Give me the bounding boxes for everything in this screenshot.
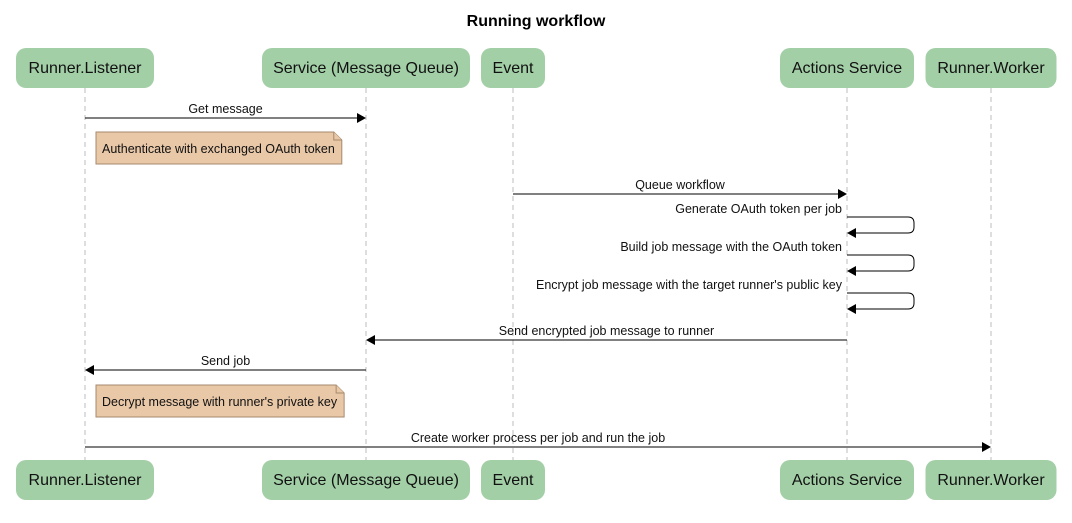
arrow-head bbox=[838, 189, 847, 199]
arrow-head bbox=[847, 304, 856, 314]
note-fold bbox=[335, 385, 345, 394]
arrow-head bbox=[366, 335, 375, 345]
note-label: Decrypt message with runner's private ke… bbox=[102, 395, 338, 409]
arrow-head bbox=[982, 442, 991, 452]
participant-label: Runner.Listener bbox=[29, 472, 143, 489]
note: Decrypt message with runner's private ke… bbox=[95, 384, 345, 418]
message-label: Send encrypted job message to runner bbox=[499, 324, 714, 338]
message-arrow: Queue workflow bbox=[513, 178, 847, 199]
arrow-head bbox=[847, 228, 856, 238]
note-fold bbox=[333, 132, 342, 141]
self-message-line bbox=[847, 254, 915, 272]
self-message-arrow: Generate OAuth token per job bbox=[675, 202, 915, 238]
arrow-head bbox=[357, 113, 366, 123]
participant-top-queue: Service (Message Queue) bbox=[262, 48, 470, 88]
message-arrow: Get message bbox=[85, 102, 366, 123]
participant-label: Runner.Worker bbox=[937, 60, 1045, 77]
message-label: Create worker process per job and run th… bbox=[411, 431, 665, 445]
self-message-line bbox=[847, 216, 915, 234]
self-message-arrow: Build job message with the OAuth token bbox=[620, 240, 915, 276]
participant-bottom-event: Event bbox=[481, 460, 545, 500]
self-message-line bbox=[847, 292, 915, 310]
note-box bbox=[95, 131, 343, 165]
participant-box bbox=[925, 460, 1057, 500]
participant-label: Runner.Listener bbox=[29, 60, 143, 77]
self-message-label: Build job message with the OAuth token bbox=[620, 240, 842, 254]
participant-bottom-queue: Service (Message Queue) bbox=[262, 460, 470, 500]
participant-box bbox=[925, 48, 1057, 88]
participant-bottom-listener: Runner.Listener bbox=[16, 460, 154, 500]
note: Authenticate with exchanged OAuth token bbox=[95, 131, 343, 165]
participant-label: Service (Message Queue) bbox=[273, 472, 459, 489]
note-box bbox=[95, 384, 345, 418]
participant-box bbox=[481, 460, 545, 500]
self-message-label: Generate OAuth token per job bbox=[675, 202, 842, 216]
message-arrow: Send job bbox=[85, 354, 366, 375]
participant-bottom-worker: Runner.Worker bbox=[925, 460, 1057, 500]
participant-label: Actions Service bbox=[792, 472, 902, 489]
participant-box bbox=[262, 460, 470, 500]
participant-top-listener: Runner.Listener bbox=[16, 48, 154, 88]
participant-box bbox=[16, 460, 154, 500]
participant-box bbox=[481, 48, 545, 88]
arrow-head bbox=[847, 266, 856, 276]
lifelines bbox=[84, 88, 992, 460]
message-label: Get message bbox=[188, 102, 262, 116]
participant-label: Service (Message Queue) bbox=[273, 60, 459, 77]
self-message-arrow: Encrypt job message with the target runn… bbox=[536, 278, 915, 314]
participant-box bbox=[780, 460, 914, 500]
participant-box bbox=[16, 48, 154, 88]
participant-top-worker: Runner.Worker bbox=[925, 48, 1057, 88]
participant-label: Runner.Worker bbox=[937, 472, 1045, 489]
self-message-label: Encrypt job message with the target runn… bbox=[536, 278, 843, 292]
participant-label: Actions Service bbox=[792, 60, 902, 77]
participant-top-actions: Actions Service bbox=[780, 48, 914, 88]
participant-top-event: Event bbox=[481, 48, 545, 88]
participant-bottom-actions: Actions Service bbox=[780, 460, 914, 500]
message-label: Queue workflow bbox=[635, 178, 726, 192]
message-arrow: Send encrypted job message to runner bbox=[366, 324, 847, 345]
arrow-head bbox=[85, 365, 94, 375]
participant-box bbox=[780, 48, 914, 88]
message-arrow: Create worker process per job and run th… bbox=[85, 431, 991, 452]
message-label: Send job bbox=[201, 354, 250, 368]
participants-top: Runner.Listener Service (Message Queue) Ev… bbox=[16, 48, 1057, 88]
participant-label: Event bbox=[493, 60, 534, 77]
participant-label: Event bbox=[493, 472, 534, 489]
participant-box bbox=[262, 48, 470, 88]
note-label: Authenticate with exchanged OAuth token bbox=[102, 142, 335, 156]
participants-bottom: Runner.Listener Service (Message Queue) Ev… bbox=[16, 460, 1057, 500]
diagram-title: Running workflow bbox=[467, 13, 606, 30]
